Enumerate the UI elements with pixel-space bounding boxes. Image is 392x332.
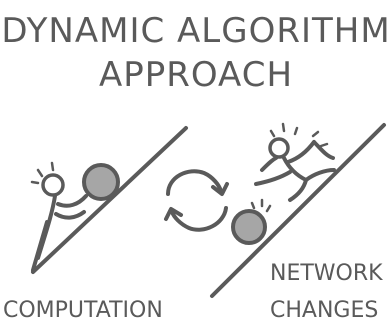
changes-caption: CHANGES [270, 298, 379, 323]
cycle-arrows-icon [164, 169, 229, 232]
running-figure-icon [254, 137, 336, 202]
right-slope-line [210, 123, 386, 298]
computation-caption: COMPUTATION [3, 298, 163, 323]
left-ball-icon [82, 163, 120, 201]
left-slope-line [31, 126, 188, 274]
title-line-2: APPROACH [98, 55, 294, 95]
right-ball-icon [231, 209, 267, 245]
pushing-figure-icon [31, 173, 88, 272]
network-caption: NETWORK [270, 261, 383, 286]
title-line-1: DYNAMIC ALGORITHM [1, 11, 391, 51]
